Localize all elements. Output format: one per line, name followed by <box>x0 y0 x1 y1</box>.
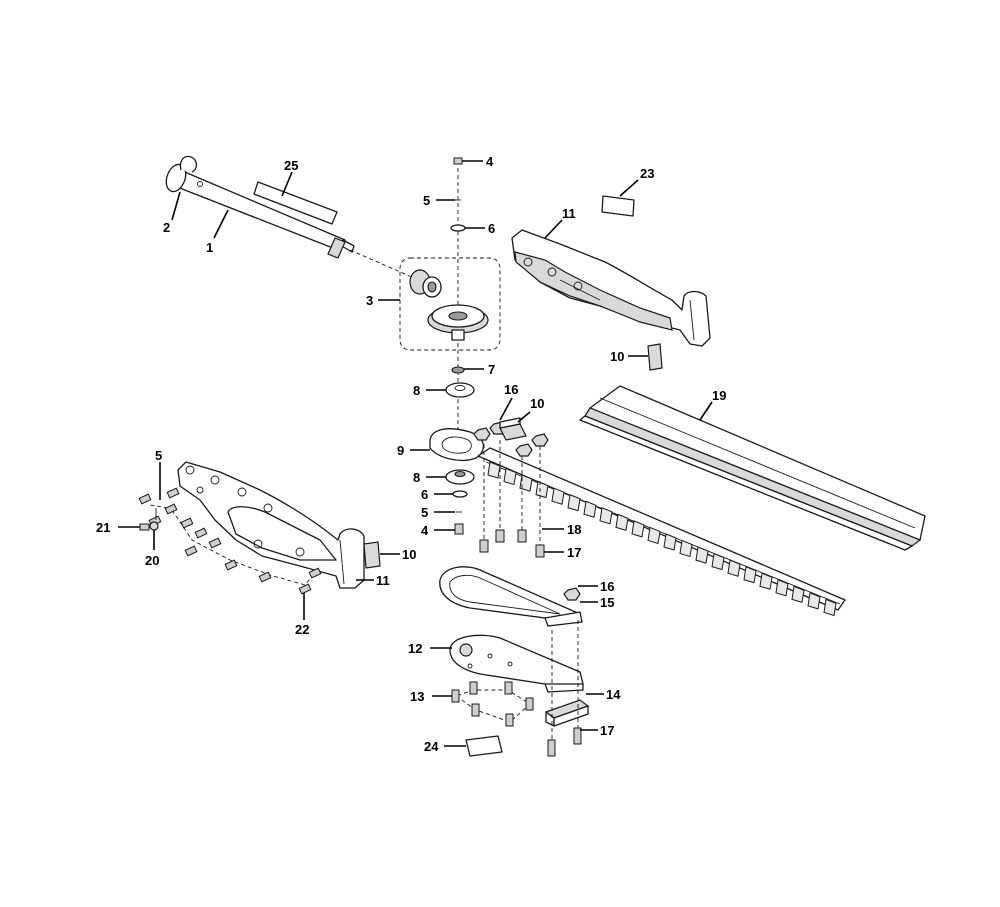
part-cover-12 <box>449 634 584 693</box>
part-label-24 <box>465 735 503 757</box>
gearbox-stack <box>399 157 501 535</box>
callout-8-lower: 8 <box>413 470 420 485</box>
callout-7: 7 <box>488 362 495 377</box>
callout-12: 12 <box>408 641 422 656</box>
callout-4-lower: 4 <box>421 523 429 538</box>
part-hanger-loop <box>179 155 198 173</box>
callout-15: 15 <box>600 595 614 610</box>
callout-16-lower: 16 <box>600 579 614 594</box>
part-screw-21-washer-20 <box>139 508 159 531</box>
part-screws-22 <box>138 487 322 595</box>
callout-17-upper: 17 <box>567 545 581 560</box>
callout-21: 21 <box>96 520 110 535</box>
blade-tooth <box>535 480 549 499</box>
part-gear-crown <box>427 304 489 341</box>
blade-tooth <box>599 507 613 525</box>
blade-tooth <box>551 487 565 505</box>
part-pad-10-left <box>363 541 381 569</box>
blade-tooth <box>727 559 741 577</box>
callout-13: 13 <box>410 689 424 704</box>
callout-17-lower: 17 <box>600 723 614 738</box>
callout-23: 23 <box>640 166 654 181</box>
callout-10-top: 10 <box>610 349 624 364</box>
callout-9: 9 <box>397 443 404 458</box>
part-pad-10-middle <box>499 417 527 441</box>
blade-tooth <box>487 461 501 479</box>
callout-5-left: 5 <box>155 448 162 463</box>
part-cutter-blade <box>477 447 846 617</box>
callout-10-middle: 10 <box>530 396 544 411</box>
callouts: 1 2 25 4 5 6 3 7 8 9 8 6 5 <box>96 154 726 754</box>
callout-2: 2 <box>163 220 170 235</box>
callout-18: 18 <box>567 522 581 537</box>
blade-tooth <box>615 513 629 532</box>
blade-tooth <box>711 552 725 571</box>
blade-tooth <box>663 533 677 551</box>
part-blade-guard <box>579 385 926 551</box>
part-label-23 <box>601 195 635 217</box>
part-housing-left <box>177 461 365 589</box>
part-block-14 <box>544 699 590 727</box>
callout-24: 24 <box>424 739 439 754</box>
part-gear-pinion <box>409 269 442 298</box>
callout-6-lower: 6 <box>421 487 428 502</box>
blade-tooth <box>759 572 773 590</box>
callout-5-lower: 5 <box>421 505 428 520</box>
part-bolts-17-upper <box>479 440 545 558</box>
blade-tooth <box>583 500 597 518</box>
blade-tooth <box>679 539 693 558</box>
callout-20: 20 <box>145 553 159 568</box>
callout-8-top: 8 <box>413 383 420 398</box>
blade-tooth <box>503 467 517 486</box>
blade-tooth <box>631 520 645 538</box>
callout-6-top: 6 <box>488 221 495 236</box>
part-housing-right <box>511 229 711 347</box>
blade-tooth <box>807 592 821 610</box>
blade-tooth <box>647 526 661 545</box>
blade-tooth <box>775 579 789 597</box>
callout-25: 25 <box>284 158 298 173</box>
part-bolts-17-lower <box>547 620 582 757</box>
callout-10-left: 10 <box>402 547 416 562</box>
blade-tooth <box>567 494 581 512</box>
part-shaft-tube <box>165 163 431 286</box>
callout-1: 1 <box>206 240 213 255</box>
part-label-25 <box>253 181 338 225</box>
part-screws-13 <box>451 681 534 727</box>
blade-tooth <box>519 474 533 492</box>
callout-16-top: 16 <box>504 382 518 397</box>
callout-19: 19 <box>712 388 726 403</box>
callout-11-left: 11 <box>376 573 390 588</box>
callout-3: 3 <box>366 293 373 308</box>
blade-tooth <box>743 566 757 584</box>
part-gasket-15 <box>439 566 583 627</box>
part-pad-10-top <box>647 343 663 371</box>
callout-14: 14 <box>606 687 621 702</box>
callout-11-top: 11 <box>562 206 576 221</box>
callout-22: 22 <box>295 622 309 637</box>
callout-5-top: 5 <box>423 193 430 208</box>
callout-4-top: 4 <box>486 154 494 169</box>
blade-tooth <box>791 585 805 604</box>
blade-tooth <box>823 598 837 617</box>
blade-tooth <box>695 546 709 564</box>
